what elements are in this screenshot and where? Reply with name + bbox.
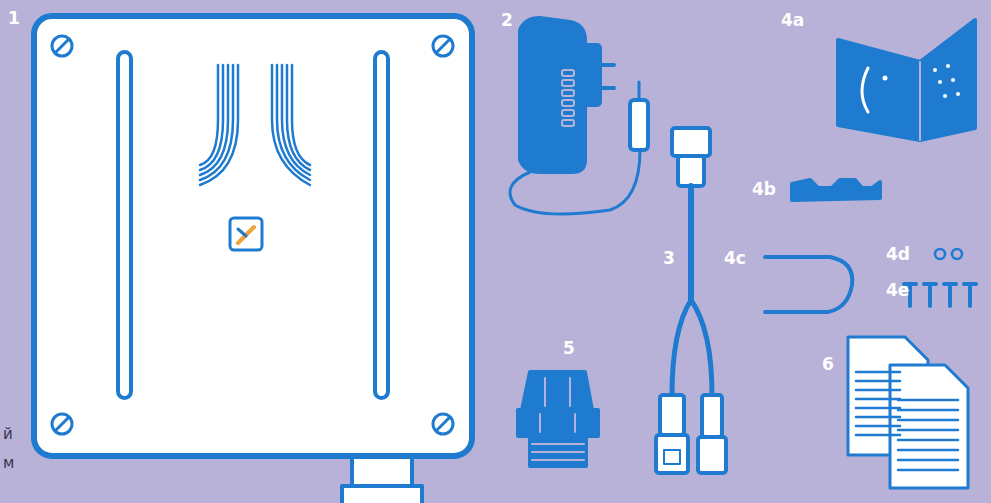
stroke: [898, 419, 958, 422]
stroke: [856, 434, 900, 437]
stroke: [898, 459, 958, 462]
callout-number: 6: [822, 356, 834, 373]
stroke: [928, 284, 932, 306]
cable-gland: [518, 372, 598, 466]
screws: [904, 284, 976, 306]
stroke: [856, 380, 900, 383]
documents: [848, 337, 968, 488]
stroke: [968, 284, 972, 306]
stroke: [856, 389, 900, 392]
stroke: [898, 469, 958, 472]
stroke: [856, 416, 900, 419]
poe-injector-cable: [656, 128, 726, 473]
nuts: [935, 249, 962, 259]
callout-number: 4d: [886, 246, 910, 263]
wave-line: [272, 65, 310, 185]
wave-line: [200, 65, 218, 165]
u-bolt: [765, 257, 852, 312]
stroke: [856, 371, 900, 374]
mounting-bracket: [838, 20, 975, 140]
callout-number: 2: [501, 12, 513, 29]
wave-line: [287, 65, 310, 170]
cropped-text: м: [3, 456, 14, 471]
stroke: [856, 398, 900, 401]
wave-line: [277, 65, 310, 180]
wave-line: [200, 65, 228, 175]
callout-number: 4c: [724, 250, 746, 267]
wave-line: [200, 65, 238, 185]
stroke: [898, 429, 958, 432]
device-housing: [34, 16, 472, 503]
stroke: [898, 399, 958, 402]
pipe-clamp: [792, 180, 880, 200]
callout-number: 3: [663, 250, 675, 267]
wave-line: [200, 65, 223, 170]
wave-line: [282, 65, 310, 175]
stroke: [856, 407, 900, 410]
callout-number: 4e: [886, 282, 909, 299]
power-adapter: [510, 18, 648, 214]
cropped-text: й: [3, 427, 13, 442]
stroke: [856, 425, 900, 428]
stroke: [898, 409, 958, 412]
callout-number: 5: [563, 340, 575, 357]
stroke: [898, 449, 958, 452]
callout-number: 4a: [781, 12, 804, 29]
stroke: [948, 284, 952, 306]
callout-number: 1: [8, 10, 20, 27]
wave-line: [292, 65, 310, 165]
stroke: [898, 439, 958, 442]
callout-number: 4b: [752, 181, 776, 198]
